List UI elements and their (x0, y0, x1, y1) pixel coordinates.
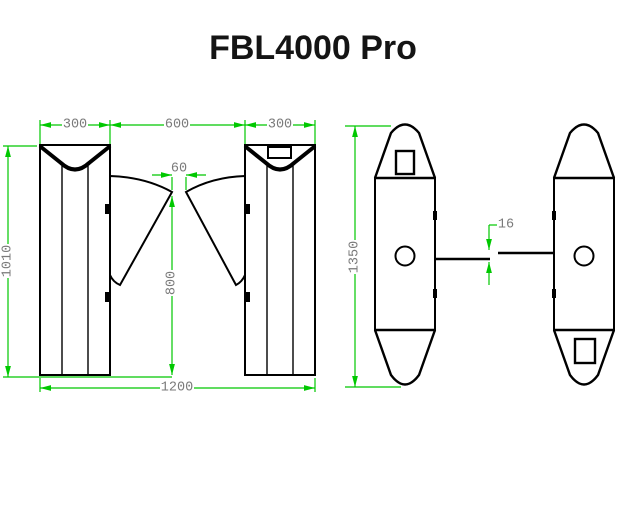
page-title: FBL4000 Pro (209, 29, 417, 67)
top-left-reader-window (394, 149, 416, 176)
front-view (39, 144, 316, 376)
top-right-pod-post (573, 245, 595, 267)
top-left-pod-tail (373, 329, 437, 386)
front-left-cabinet-top-notch (39, 145, 111, 172)
dim-cabinet-length: 1350 (348, 241, 363, 273)
top-right-reader-window (573, 337, 597, 365)
top-left-hinge (433, 289, 437, 298)
top-right-pod-nose (552, 123, 616, 179)
label-mask (62, 119, 88, 131)
label-mask (349, 240, 361, 274)
label-mask (166, 270, 178, 296)
front-right-cabinet (244, 144, 316, 376)
dim-lane-width: 600 (165, 118, 189, 133)
front-left-hinge (105, 204, 110, 214)
dim-left-cabinet-width: 300 (63, 118, 87, 133)
label-mask (164, 119, 190, 131)
front-right-hinge (245, 204, 250, 214)
top-right-hinge (552, 211, 556, 220)
dim-right-cabinet-width: 300 (268, 118, 292, 133)
top-left-pod-nose (373, 123, 437, 179)
front-view-dimensions: 300 600 300 1010 60 800 1200 (1, 118, 316, 396)
front-right-flap-wing (184, 174, 246, 287)
top-right-pod-tail (552, 329, 616, 386)
front-right-hinge (245, 292, 250, 302)
front-reader-window (267, 146, 292, 159)
dim-cabinet-height-group: 1010 (1, 244, 16, 278)
top-left-pod-post (394, 245, 416, 267)
dim-flap-tip-height: 800 (165, 271, 180, 295)
dim-cabinet-length-group: 1350 (348, 240, 363, 274)
dim-cabinet-height: 1010 (1, 245, 16, 277)
dim-flap-gap: 60 (171, 162, 187, 177)
front-left-hinge (105, 292, 110, 302)
front-left-cabinet (39, 144, 111, 376)
label-mask (267, 119, 293, 131)
dim-total-width: 1200 (161, 381, 193, 396)
top-view (373, 123, 616, 386)
front-left-flap-wing (109, 174, 174, 287)
label-mask (160, 382, 194, 394)
front-right-cabinet-top-notch (244, 145, 316, 172)
dim-flap-tip-height-group: 800 (165, 270, 180, 296)
label-mask (2, 244, 14, 278)
dim-flap-overlap: 16 (498, 218, 514, 233)
top-left-hinge (433, 211, 437, 220)
top-right-hinge (552, 289, 556, 298)
top-view-dimensions: 1350 16 (345, 125, 514, 388)
